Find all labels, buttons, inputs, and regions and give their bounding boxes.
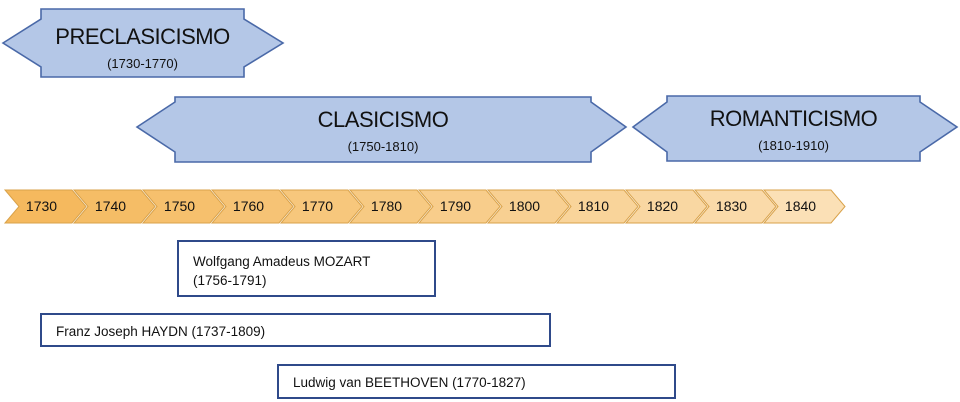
timeline-tick-label: 1840: [784, 198, 817, 214]
composer-box-mozart: Wolfgang Amadeus MOZART (1756-1791): [177, 240, 436, 297]
timeline-chevron: [279, 189, 363, 224]
timeline-tick-label: 1740: [94, 198, 127, 214]
timeline-tick-label: 1790: [439, 198, 472, 214]
timeline-tick-label: 1830: [715, 198, 748, 214]
timeline-chevron: [693, 189, 777, 224]
timeline-tick-label: 1800: [508, 198, 541, 214]
composer-box-beethoven: Ludwig van BEETHOVEN (1770-1827): [277, 364, 676, 399]
period-arrows: [1, 8, 959, 163]
timeline-chevron: [210, 189, 294, 224]
timeline-chevron: [762, 189, 846, 224]
timeline-tick-label: 1760: [232, 198, 265, 214]
timeline-tick-label: 1730: [25, 198, 58, 214]
timeline-chevron: [624, 189, 708, 224]
composer-name: Wolfgang Amadeus MOZART: [193, 254, 371, 269]
timeline-tick-label: 1780: [370, 198, 403, 214]
timeline-tick-label: 1810: [577, 198, 610, 214]
composer-box-haydn: Franz Joseph HAYDN (1737-1809): [40, 313, 551, 347]
timeline-chevron: [3, 189, 87, 224]
period-arrow-romanticismo: [631, 95, 959, 162]
timeline-tick-label: 1820: [646, 198, 679, 214]
timeline-chevron: [555, 189, 639, 224]
timeline-tick-label: 1770: [301, 198, 334, 214]
period-arrow-preclasicismo: [1, 8, 285, 78]
composer-name: Franz Joseph HAYDN (1737-1809): [56, 324, 266, 339]
timeline-chevron: [141, 189, 225, 224]
timeline-chevron: [417, 189, 501, 224]
timeline-chevrons: [3, 189, 846, 224]
timeline-tick-label: 1750: [163, 198, 196, 214]
timeline-chevron: [348, 189, 432, 224]
timeline-chevron: [72, 189, 156, 224]
composer-name: Ludwig van BEETHOVEN (1770-1827): [293, 375, 526, 390]
period-arrow-clasicismo: [135, 96, 628, 163]
timeline-chevron: [486, 189, 570, 224]
composer-years: (1756-1791): [193, 273, 267, 288]
